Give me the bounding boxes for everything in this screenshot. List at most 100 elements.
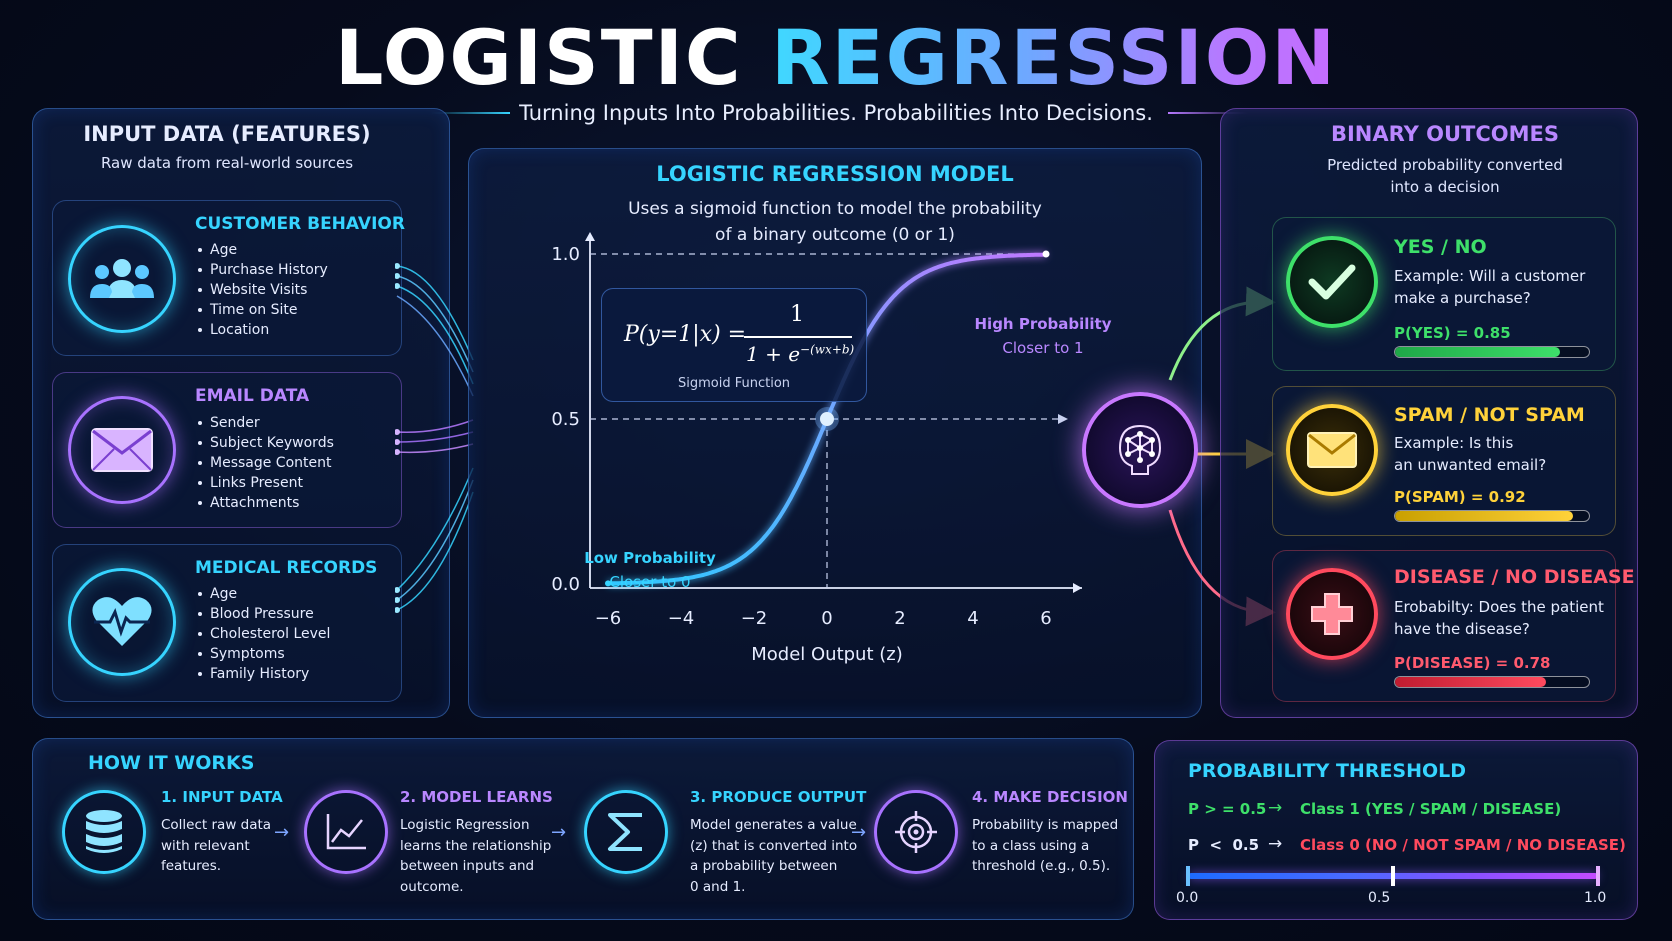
list-item: Sender [196,413,334,433]
formula-lhs: P(y=1|x) = [624,322,747,347]
formula-denominator: 1 + e−(wx+b) [746,342,855,366]
probability-fill [1395,511,1574,521]
curve-start-point [605,580,611,587]
outcome-probability: P(DISEASE) = 0.78 [1394,654,1551,672]
outcome-title: DISEASE / NO DISEASE [1394,566,1635,588]
y-tick-label: 0.5 [551,409,580,430]
arrow-right-icon: → [551,822,567,843]
feature-list: Age Purchase History Website Visits Time… [196,240,328,340]
target-icon [874,790,958,874]
input-card-title: EMAIL DATA [195,386,310,406]
x-tick-label: 2 [894,608,905,629]
feature-list: Sender Subject Keywords Message Content … [196,413,334,513]
probability-bar [1394,676,1590,688]
threshold-panel [1154,740,1638,920]
list-item: Age [196,584,330,604]
x-tick-label: 6 [1040,608,1051,629]
x-axis-label: Model Output (z) [751,644,903,665]
scale-label: 0.5 [1368,890,1391,906]
medical-cross-icon [1286,568,1378,660]
list-item: Symptoms [196,644,330,664]
threshold-marker [1391,866,1395,886]
list-item: Subject Keywords [196,433,334,453]
arrow-right-icon: → [1268,798,1283,818]
arrow-right-icon: → [851,822,867,843]
subtitle-line-right [1168,112,1248,114]
arrow-right-icon: → [1268,834,1283,854]
neural-network-icon [1082,392,1198,508]
list-item: Links Present [196,473,334,493]
list-item: Purchase History [196,260,328,280]
list-item: Website Visits [196,280,328,300]
outcome-probability: P(YES) = 0.85 [1394,324,1511,342]
subtitle-line-left [430,112,510,114]
chart-axes [585,232,1082,593]
threshold-condition: P < 0.5 [1188,836,1260,854]
page-title: LOGISTIC REGRESSION [335,13,1337,102]
input-panel-subtitle: Raw data from real-world sources [100,154,354,172]
probability-fill [1395,347,1560,357]
list-item: Attachments [196,493,334,513]
step-description: Probability is mapped to a class using a… [972,817,1119,874]
outcome-title: YES / NO [1394,236,1487,258]
step-description: Collect raw data with relevant features. [161,817,272,874]
scale-tick [1186,866,1190,886]
formula-numerator: 1 [790,302,804,327]
outcome-description: Erobabilty: Does the patient have the di… [1394,598,1604,638]
threshold-result: Class 0 (NO / NOT SPAM / NO DISEASE) [1300,836,1626,854]
sigma-icon [584,790,668,874]
high-probability-label: High Probability Closer to 1 [974,315,1112,357]
input-card-title: CUSTOMER BEHAVIOR [195,214,405,234]
scale-label: 1.0 [1584,890,1607,906]
curve-end-point [1042,250,1050,258]
list-item: Blood Pressure [196,604,330,624]
heart-pulse-icon [68,568,176,676]
x-axis-arrow [1073,583,1082,593]
x-tick-label: −2 [741,608,768,629]
people-icon [68,225,176,333]
threshold-title: PROBABILITY THRESHOLD [1188,760,1467,782]
midpoint-marker [820,412,834,426]
guide-arrow [1058,414,1068,424]
input-flow-lines [395,263,474,613]
x-tick-label: 4 [967,608,978,629]
step-title: 2. MODEL LEARNS [400,788,553,806]
fraction-bar [744,336,852,338]
database-icon [62,790,146,874]
line-chart-icon [304,790,388,874]
outcome-description: Example: Will a customer make a purchase… [1394,267,1586,307]
list-item: Age [196,240,328,260]
x-tick-label: −6 [595,608,622,629]
outcome-title: SPAM / NOT SPAM [1394,404,1585,426]
y-axis-arrow [585,232,595,241]
y-tick-label: 0.0 [551,574,580,595]
step-title: 3. PRODUCE OUTPUT [690,788,867,806]
step-title: 1. INPUT DATA [161,788,283,806]
outcome-probability: P(SPAM) = 0.92 [1394,488,1526,506]
formula-box [601,288,867,402]
threshold-result: Class 1 (YES / SPAM / DISEASE) [1300,800,1562,818]
input-panel-title: INPUT DATA (FEATURES) [83,122,371,146]
low-probability-label: Low Probability Closer to 0 [584,549,716,591]
envelope-icon [68,396,176,504]
formula-caption: Sigmoid Function [677,376,791,391]
input-card-title: MEDICAL RECORDS [195,558,378,578]
outcomes-subtitle: Predicted probability converted into a d… [1327,156,1563,196]
step-description: Logistic Regression learns the relations… [400,817,552,895]
threshold-condition: P > = 0.5 [1188,800,1267,818]
model-description: Uses a sigmoid function to model the pro… [628,199,1042,245]
step-description: Model generates a value (z) that is conv… [690,817,858,895]
list-item: Family History [196,664,330,684]
scale-label: 0.0 [1176,890,1199,906]
list-item: Cholesterol Level [196,624,330,644]
step-title: 4. MAKE DECISION [972,788,1128,806]
chart-points [605,250,1050,587]
page-subtitle: Turning Inputs Into Probabilities. Proba… [519,101,1153,125]
y-tick-label: 1.0 [551,244,580,265]
how-it-works-title: HOW IT WORKS [88,752,255,774]
check-icon [1286,236,1378,328]
x-tick-label: −4 [668,608,695,629]
model-title: LOGISTIC REGRESSION MODEL [656,162,1014,186]
arrow-right-icon: → [274,822,290,843]
